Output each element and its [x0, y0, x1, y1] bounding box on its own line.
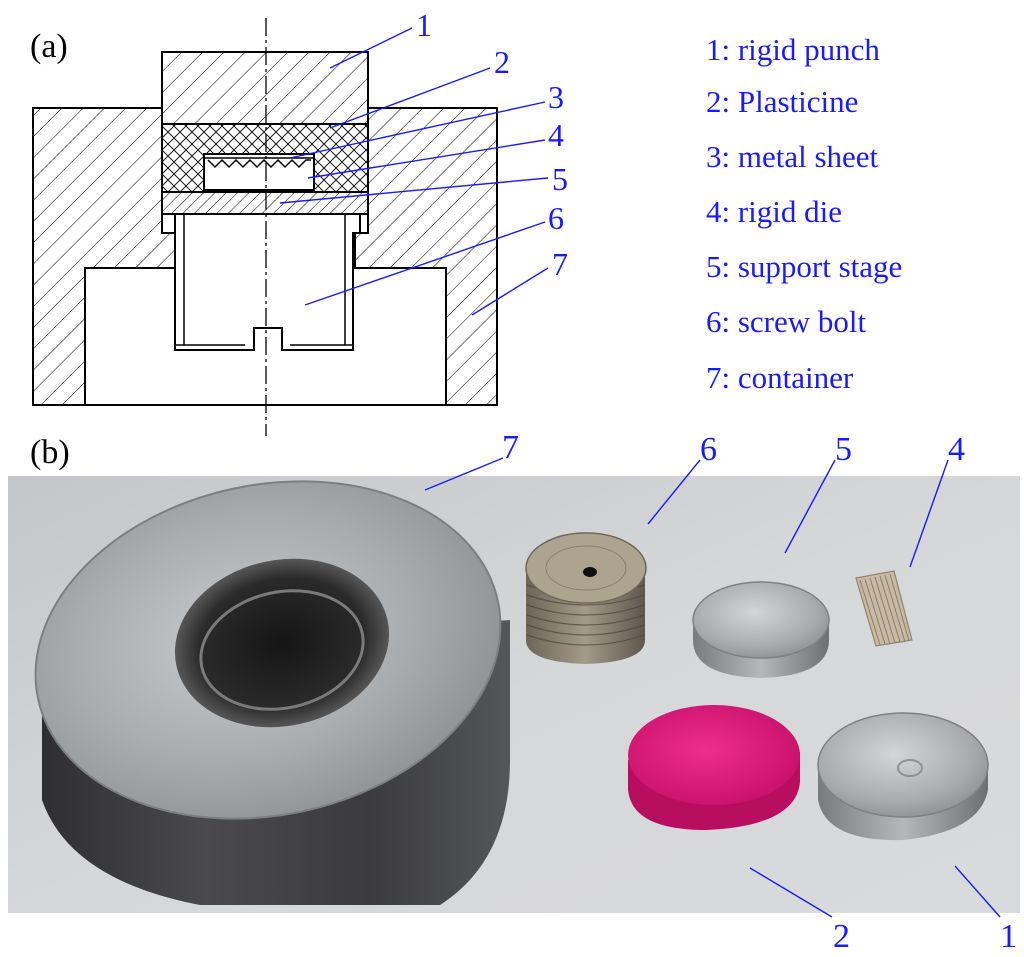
- metal-sheet-section: [207, 158, 311, 169]
- rigid-punch-section: [161, 51, 369, 125]
- legend-item-2: 2: Plasticine: [706, 84, 858, 119]
- callout-a-7: 7: [552, 246, 568, 282]
- screw-bolt-photo: [525, 532, 647, 664]
- legend-item-7: 7: container: [706, 360, 854, 395]
- callout-a-4: 4: [548, 117, 564, 153]
- legend-item-1: 1: rigid punch: [706, 32, 880, 67]
- panel-a-callout-lines: [279, 27, 549, 316]
- callout-a-3: 3: [548, 79, 564, 115]
- photo: [8, 476, 1020, 913]
- callout-a-2: 2: [494, 44, 510, 80]
- callout-a-6: 6: [548, 200, 564, 236]
- legend-item-4: 4: rigid die: [706, 194, 842, 229]
- bolt-hole: [583, 567, 597, 577]
- container-section-right: [354, 107, 498, 406]
- callout-b-1: 1: [1000, 918, 1017, 955]
- panel-b-callout-numbers: 7 6 5 4 2 1: [502, 429, 1017, 955]
- callout-b-7: 7: [502, 429, 519, 466]
- rigid-die-section: [203, 153, 315, 191]
- callout-b-6: 6: [700, 431, 717, 468]
- cross-section-drawing: [32, 18, 498, 436]
- callout-b-5: 5: [835, 431, 852, 468]
- container-photo: [34, 480, 510, 905]
- panel-b-callout-lines: [424, 457, 1001, 918]
- callout-a-5: 5: [552, 161, 568, 197]
- panel-a-callout-numbers: 1 2 3 4 5 6 7: [416, 7, 568, 282]
- support-stage-section: [161, 191, 369, 215]
- plasticine-photo: [628, 705, 800, 830]
- callout-a-1: 1: [416, 7, 432, 43]
- legend-item-5: 5: support stage: [706, 249, 902, 284]
- legend-item-6: 6: screw bolt: [706, 304, 867, 339]
- legend: 1: rigid punch 2: Plasticine 3: metal sh…: [706, 32, 902, 395]
- panel-b-label: (b): [30, 434, 70, 471]
- callout-b-4: 4: [948, 431, 965, 468]
- panel-a: (a): [30, 7, 902, 436]
- container-section: [32, 107, 181, 406]
- callout-b-2: 2: [833, 918, 850, 955]
- rigid-die-photo: [855, 570, 913, 647]
- rigid-punch-photo: [817, 712, 989, 841]
- panel-a-label: (a): [30, 28, 68, 65]
- screw-bolt-section: [174, 213, 361, 351]
- support-stage-photo: [692, 581, 830, 678]
- panel-b: (b): [8, 429, 1020, 955]
- legend-item-3: 3: metal sheet: [706, 139, 879, 174]
